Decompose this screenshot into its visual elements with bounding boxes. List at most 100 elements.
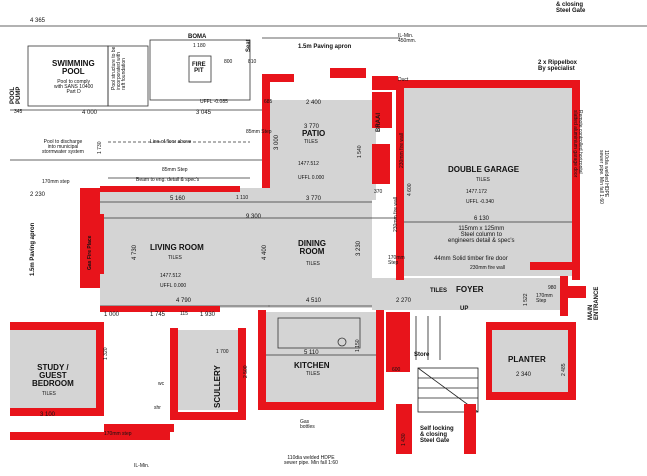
dim-6130: 6 130: [474, 216, 490, 222]
wall-bottom-left: [10, 432, 170, 440]
patio-level: 1477.512: [298, 161, 319, 167]
il-min-bottom: IL-Min.: [134, 463, 150, 469]
wall-garage-right: [572, 80, 580, 280]
patio-uffl: UFFL 0.000: [298, 175, 325, 181]
pool-label: SWIMMING POOL: [52, 59, 95, 76]
fire-pit-label: FIRE PIT: [192, 62, 206, 74]
gas-fire-place: Gas Fire Place: [87, 235, 93, 270]
dim-3770b: 3 770: [306, 196, 322, 202]
wall-planter-bottom: [486, 392, 576, 400]
pool-note: Pool to comply with SANS 10400 Part D: [54, 79, 94, 95]
wall-patio-top-b: [330, 68, 366, 78]
dim-2340: 2 340: [516, 372, 532, 378]
dim-1110: 1 110: [236, 195, 249, 201]
dim-1540: 1 540: [357, 145, 363, 158]
dim-1150: 1 150: [355, 339, 361, 352]
fire-wall-vertical: 230mm fire wall: [399, 132, 405, 168]
seat-label: Seat: [246, 39, 252, 52]
shr-label: shr: [154, 405, 161, 411]
wall-scullery-left: [170, 328, 178, 418]
dim-1700: 1 700: [216, 349, 229, 355]
wall-scullery-bottom: [170, 412, 246, 420]
wall-study-top: [10, 322, 100, 330]
wall-fireplace: [82, 214, 104, 274]
dining-tiles: TILES: [306, 261, 320, 267]
uffl-boma: UFFL -0.085: [200, 99, 228, 105]
living-floor: [100, 188, 270, 308]
wall-garage-right-lower: [530, 262, 578, 270]
dim-345: 345: [14, 109, 23, 115]
walls: [10, 68, 586, 454]
step-170c: 170mm step: [104, 431, 132, 437]
dim-115: 115: [180, 311, 188, 317]
beam-note: Beam to eng. detail & spec's: [136, 177, 200, 183]
wall-planter-right: [568, 322, 576, 394]
living-label: LIVING ROOM: [150, 243, 204, 252]
wall-kitchen-left: [258, 310, 266, 410]
paving-apron-top: 1.5m Paving apron: [298, 44, 352, 50]
rippelbox-note: 2 x Rippelbox By specialist: [538, 60, 578, 72]
patio-tiles: TILES: [304, 139, 318, 145]
wall-study-bottom: [10, 408, 104, 416]
dim-1730: 1 730: [97, 141, 103, 154]
dining-label: DINING ROOM: [298, 239, 326, 256]
wall-bottom-mid: [396, 404, 412, 454]
wall-kitchen-bottom: [258, 402, 384, 410]
dim-2485: 2 485: [561, 363, 567, 376]
step-85b: 85mm Step: [162, 167, 188, 173]
dim-5160: 5 160: [170, 196, 186, 202]
garage-level: 1477.172: [466, 189, 487, 195]
up-label: UP: [460, 306, 469, 312]
dim-4790: 4 790: [176, 298, 192, 304]
fire-door-note: 44mm Solid timber fire door: [434, 256, 508, 262]
planter-label: PLANTER: [508, 355, 546, 364]
study-tiles: TILES: [42, 391, 56, 397]
step-170b: 170mm Step: [388, 255, 405, 266]
dim-1000: 1 000: [104, 312, 120, 318]
il-min-top: IL-Min. 450mm.: [398, 33, 417, 44]
dim-4400: 4 400: [262, 244, 268, 260]
living-uffl: UFFL 0.000: [160, 283, 187, 289]
wall-garage-left: [396, 80, 404, 280]
gas-bottles-label: Gas bottles: [300, 419, 315, 430]
remote-door-note: Remote controlled horizontal slatted alu…: [572, 110, 583, 178]
kitchen-island: [277, 317, 361, 349]
scullery-floor: [178, 330, 238, 410]
step-170d: 170mm Step: [536, 293, 553, 304]
dim-370: 370: [374, 189, 383, 195]
garage-label: DOUBLE GARAGE: [448, 165, 520, 174]
dim-3230: 3 230: [356, 240, 362, 256]
wall-garage-top: [396, 80, 578, 88]
wall-braai-b: [372, 144, 390, 184]
wall-patio-left: [262, 78, 270, 188]
boma-label: BOMA: [188, 34, 207, 40]
study-label: STUDY / GUEST BEDROOM: [32, 363, 74, 388]
dim-3770a: 3 770: [304, 124, 320, 130]
fire-wall-garage: 230mm fire wall: [470, 265, 506, 271]
wall-living-top: [100, 186, 240, 192]
dim-1180: 1 180: [193, 43, 206, 49]
foyer-tiles: TILES: [430, 288, 448, 294]
main-entrance-label: MAIN ENTRANCE: [588, 286, 600, 320]
dim-2400: 2 400: [306, 100, 322, 106]
hdpe-right-note: 110dia welded HDPE sewer pipe. Min fall …: [598, 150, 609, 204]
hdpe-bottom-note: 110dia welded HDPE sewer pipe. Min fall …: [284, 455, 338, 466]
dim-980: 980: [548, 285, 557, 291]
dim-1930: 1 930: [200, 312, 216, 318]
dim-3100: 3 100: [40, 412, 56, 418]
garage-tiles: TILES: [476, 177, 490, 183]
patio-label: PATIO: [302, 129, 326, 138]
floor-above-note: Line of floor above: [150, 139, 192, 145]
wall-patio-top: [262, 74, 294, 82]
study-floor: [10, 330, 100, 410]
living-tiles: TILES: [168, 255, 182, 261]
wall-foyer-right: [560, 276, 568, 316]
stair-block: [417, 367, 479, 413]
dim-810: 810: [248, 59, 257, 65]
patio-floor: [268, 100, 376, 200]
dim-9300: 9 300: [246, 214, 262, 220]
wall-planter-left: [486, 322, 492, 400]
dim-4730: 4 730: [132, 244, 138, 260]
garage-floor: [400, 88, 578, 276]
dim-685: 685: [264, 99, 273, 105]
